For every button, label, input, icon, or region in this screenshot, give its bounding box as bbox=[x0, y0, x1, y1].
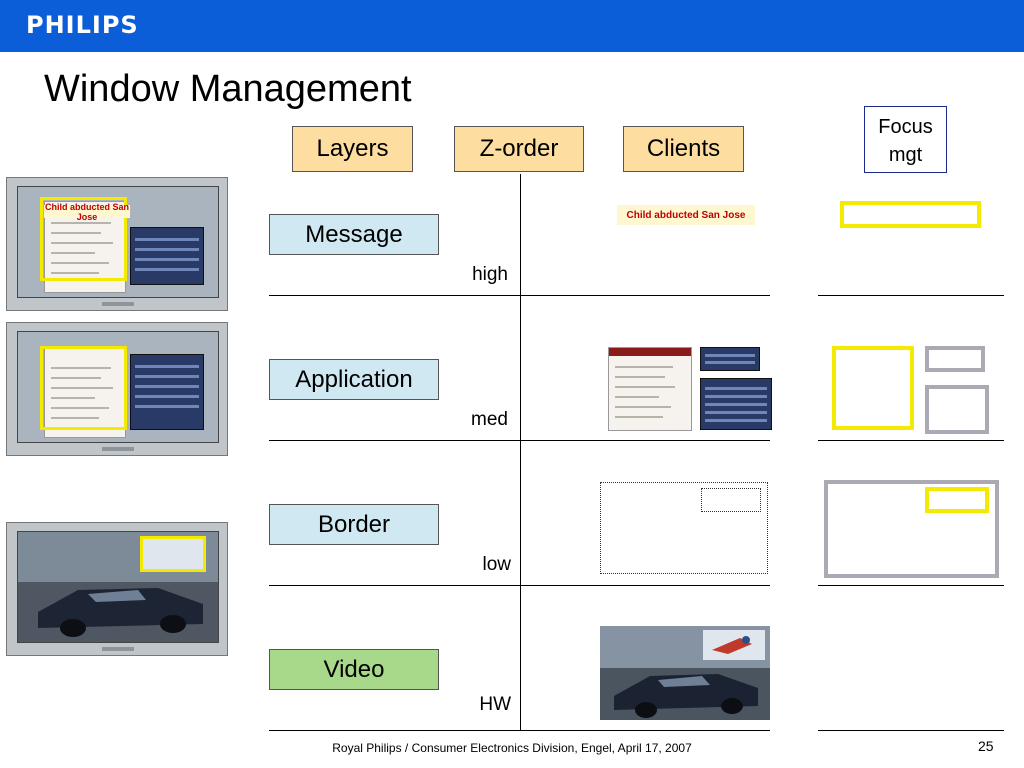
small-guide-client bbox=[700, 347, 760, 371]
layers-header: Layers bbox=[292, 126, 413, 172]
focus-label-line1: Focus bbox=[878, 116, 933, 138]
unfocused-epg-rect bbox=[925, 385, 989, 434]
border-client-inset bbox=[701, 488, 761, 512]
tv-message-ticker: Child abducted San Jose bbox=[44, 201, 130, 222]
tv-screen bbox=[17, 331, 219, 443]
layer-border: Border bbox=[269, 504, 439, 545]
car-image bbox=[600, 626, 770, 720]
layer-video: Video bbox=[269, 649, 439, 690]
tv-screen bbox=[17, 531, 219, 643]
tv-preview-message: Child abducted San Jose bbox=[6, 177, 228, 311]
page-number: 25 bbox=[978, 738, 994, 754]
row-separator bbox=[269, 730, 770, 731]
browser-client-window bbox=[608, 347, 692, 431]
border-client-frame bbox=[600, 482, 768, 574]
tv-guide-window bbox=[130, 227, 204, 285]
clients-header: Clients bbox=[623, 126, 744, 172]
row-separator bbox=[269, 295, 770, 296]
video-client-image bbox=[600, 626, 770, 720]
priority-med: med bbox=[471, 409, 508, 430]
brand-bar bbox=[0, 0, 1024, 52]
row-separator bbox=[269, 440, 770, 441]
focus-label-line2: mgt bbox=[888, 144, 923, 166]
focus-border-inset-rect bbox=[925, 487, 989, 513]
unfocused-small-rect bbox=[925, 346, 985, 372]
message-ticker-client: Child abducted San Jose bbox=[617, 205, 755, 225]
tv-guide-window bbox=[130, 354, 204, 430]
epg-client-window bbox=[700, 378, 772, 430]
zorder-header: Z-order bbox=[454, 126, 584, 172]
row-separator bbox=[818, 585, 1004, 586]
layer-message: Message bbox=[269, 214, 439, 255]
row-separator bbox=[818, 730, 1004, 731]
focus-highlight bbox=[40, 197, 127, 281]
footer-text: Royal Philips / Consumer Electronics Div… bbox=[332, 741, 692, 755]
focus-mgt-box: Focus mgt bbox=[864, 106, 947, 173]
tv-preview-video bbox=[6, 522, 228, 656]
row-separator bbox=[818, 440, 1004, 441]
row-separator bbox=[269, 585, 770, 586]
tv-preview-application bbox=[6, 322, 228, 456]
priority-low: low bbox=[482, 554, 511, 575]
priority-hw: HW bbox=[479, 694, 511, 715]
row-separator bbox=[818, 295, 1004, 296]
unfocused-border-rect bbox=[824, 480, 999, 578]
slide-title: Window Management bbox=[44, 68, 412, 110]
focus-highlight bbox=[40, 346, 127, 430]
philips-logo: PHILIPS bbox=[26, 11, 139, 39]
tv-screen: Child abducted San Jose bbox=[17, 186, 219, 298]
focus-highlight bbox=[140, 536, 206, 572]
priority-high: high bbox=[472, 264, 508, 285]
layer-application: Application bbox=[269, 359, 439, 400]
focus-app-rect bbox=[832, 346, 914, 430]
focus-message-rect bbox=[840, 201, 981, 228]
zorder-axis bbox=[520, 174, 521, 730]
